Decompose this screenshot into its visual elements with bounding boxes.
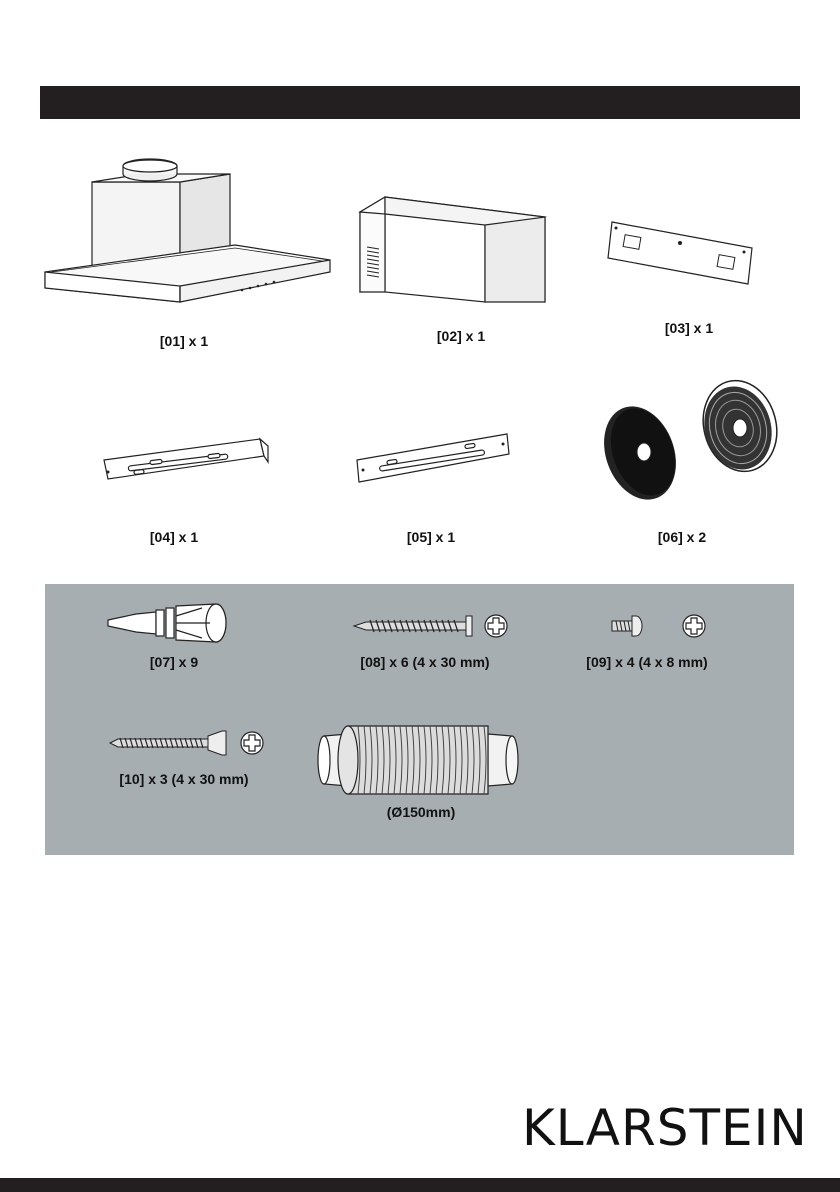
part-07-wall-plug-illustration: [106, 600, 242, 646]
part-08-label: [08] x 6 (4 x 30 mm): [360, 654, 489, 670]
part-07-label: [07] x 9: [150, 654, 198, 670]
footer-bar: [0, 1178, 840, 1192]
part-01-label: [01] x 1: [160, 333, 208, 349]
part-04-label: [04] x 1: [150, 529, 198, 545]
part-02-chimney-cover-illustration: [355, 192, 555, 307]
header-bar: [40, 86, 800, 119]
part-08-screw-illustration: [352, 608, 512, 644]
brand-logo: KLARSTEIN: [522, 1098, 804, 1158]
part-01-hood-illustration: [40, 160, 340, 310]
part-06-label: [06] x 2: [658, 529, 706, 545]
part-09-label: [09] x 4 (4 x 8 mm): [586, 654, 707, 670]
part-03-label: [03] x 1: [665, 320, 713, 336]
part-04-bracket-illustration: [100, 434, 272, 494]
part-03-mounting-plate-illustration: [608, 218, 758, 290]
part-10-label: [10] x 3 (4 x 30 mm): [119, 771, 248, 787]
hose-diameter-label: (Ø150mm): [387, 804, 455, 820]
part-02-label: [02] x 1: [437, 328, 485, 344]
part-05-label: [05] x 1: [407, 529, 455, 545]
part-06-filters-illustration: [598, 378, 788, 508]
part-05-bracket-illustration: [353, 430, 515, 492]
flexible-hose-illustration: [318, 722, 518, 798]
part-09-short-screw-illustration: [610, 608, 710, 644]
part-10-countersunk-screw-illustration: [108, 728, 268, 758]
